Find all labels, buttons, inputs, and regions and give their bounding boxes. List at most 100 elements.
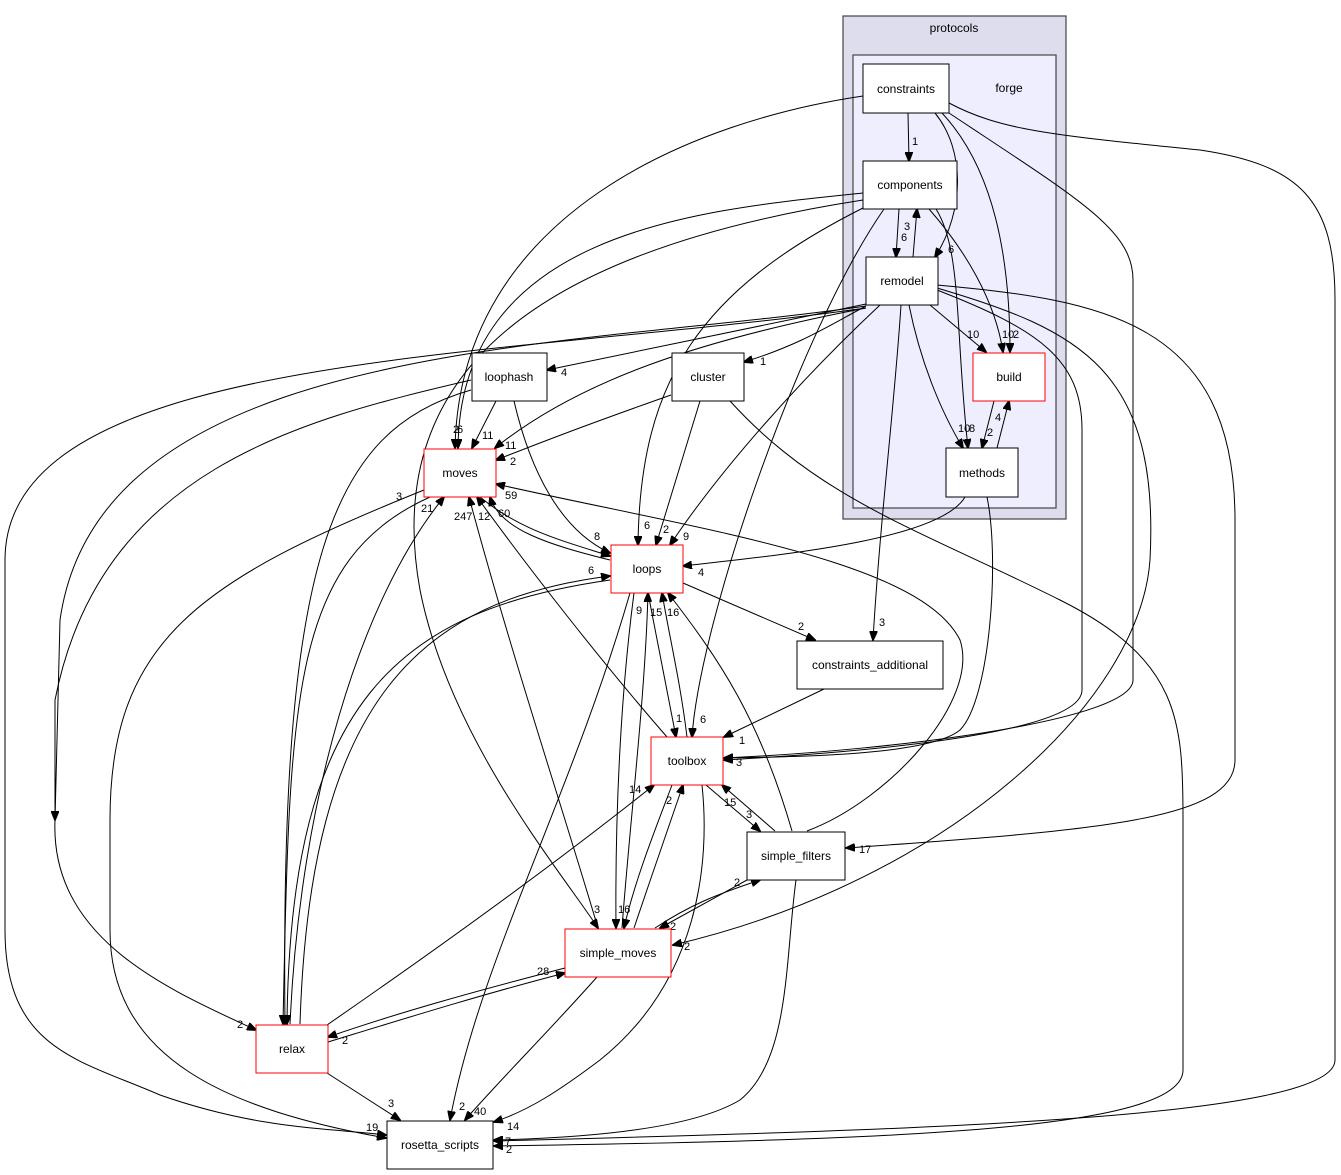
node-components[interactable]: components	[862, 160, 958, 210]
node-cluster[interactable]: cluster	[671, 352, 745, 402]
edge-label: 3	[879, 617, 885, 629]
edge-label: 6	[700, 714, 706, 726]
edge-label: 3	[388, 1098, 394, 1110]
edge-simple_moves-rosetta_scripts	[465, 976, 598, 1120]
node-label: simple_moves	[580, 946, 657, 960]
edge-remodel-rosetta_scripts	[4, 307, 867, 1135]
node-label: build	[996, 370, 1021, 384]
node-label: toolbox	[668, 754, 707, 768]
edge-constraints-components	[908, 112, 909, 161]
edge-simple_filters-moves	[496, 484, 964, 832]
cluster-protocols-label: protocols	[930, 21, 979, 35]
edge-methods-build	[996, 401, 1009, 449]
edge-label: 3	[746, 809, 752, 821]
edge-label: 19	[366, 1122, 378, 1134]
edge-label: 11	[482, 430, 493, 442]
edge-moves-rosetta_scripts	[109, 489, 425, 1138]
node-remodel[interactable]: remodel	[865, 256, 939, 306]
edge-components-build	[928, 208, 1003, 352]
edge-simple_moves-moves	[469, 497, 599, 929]
edge-label: 2	[684, 941, 690, 953]
edge-remodel-toolbox	[724, 289, 1083, 760]
edge-label: 2	[666, 795, 672, 807]
edge-loops-simple_moves	[616, 592, 635, 928]
edge-toolbox-simple_filters	[705, 784, 760, 831]
edge-loophash-loops	[513, 400, 610, 553]
edge-label: 10	[958, 423, 970, 435]
node-label: constraints_additional	[812, 658, 928, 672]
edge-remodel-simple_moves	[673, 287, 1152, 945]
edge-constraints-toolbox	[724, 112, 1134, 758]
edge-moves-relax	[283, 496, 431, 1024]
edge-remodel-methods	[908, 304, 963, 448]
edge-components-toolbox	[692, 208, 885, 737]
node-toolbox[interactable]: toolbox	[650, 736, 724, 786]
edge-components-simple_moves	[413, 199, 864, 928]
node-methods[interactable]: methods	[945, 447, 1019, 498]
node-build[interactable]: build	[972, 352, 1046, 402]
edge-label: 59	[505, 490, 517, 502]
edge-label: 7	[505, 1136, 511, 1148]
edge-simple_filters-toolbox	[722, 785, 776, 832]
edge-label: 2	[342, 1035, 348, 1047]
node-loophash[interactable]: loophash	[471, 352, 548, 402]
node-label: methods	[959, 466, 1005, 480]
edge-methods-loops	[683, 496, 966, 566]
edge-build-methods	[982, 400, 995, 448]
node-constraints_additional[interactable]: constraints_additional	[796, 640, 944, 690]
edge-label: 3	[396, 491, 402, 503]
edge-label: 2	[798, 621, 804, 633]
node-constraints[interactable]: constraints	[862, 63, 950, 114]
node-label: loops	[633, 562, 662, 576]
edge-label: 2	[663, 524, 669, 536]
edge-toolbox-loops	[662, 593, 688, 738]
edge-label: 3	[904, 221, 910, 233]
edge-simple_filters-loops	[668, 593, 793, 832]
edge-label: 11	[505, 440, 516, 452]
edge-label: 14	[629, 784, 641, 796]
edge-components-loops	[638, 207, 864, 545]
node-simple_moves[interactable]: simple_moves	[564, 928, 672, 978]
edge-label: 60	[498, 508, 510, 520]
node-loops[interactable]: loops	[610, 544, 684, 594]
edge-label: 1	[739, 735, 745, 747]
edge-components-remodel	[896, 208, 899, 257]
edge-simple_filters-rosetta_scripts	[494, 879, 797, 1140]
node-rosetta_scripts[interactable]: rosetta_scripts	[386, 1120, 494, 1170]
edge-loophash-relax	[285, 389, 472, 1024]
edge-remodel-moves	[495, 307, 867, 448]
edge-simple_moves-relax	[328, 967, 566, 1037]
node-label: constraints	[877, 82, 935, 96]
edge-constraints-rosetta_scripts	[494, 102, 1336, 1141]
edge-label: 17	[859, 844, 871, 856]
node-label: cluster	[690, 370, 725, 384]
edge-loops-rosetta_scripts	[450, 592, 631, 1120]
edge-constraints-build	[941, 112, 1010, 352]
edge-label: 4	[561, 367, 567, 379]
edge-relax-loops	[299, 576, 610, 1025]
node-label: components	[877, 178, 942, 192]
edge-label: 8	[969, 423, 975, 435]
edge-label: 9	[636, 605, 642, 617]
edge-label: 40	[474, 1106, 486, 1118]
edge-loophash-rosetta_scripts	[55, 379, 472, 820]
edge-label: 8	[594, 531, 600, 543]
edge-loops-moves	[490, 497, 611, 561]
node-moves[interactable]: moves	[423, 448, 497, 498]
edge-label: 2	[734, 877, 740, 889]
edge-loops-constraints_additional	[682, 582, 815, 640]
node-relax[interactable]: relax	[255, 1024, 329, 1074]
edge-cluster-loops	[656, 400, 701, 545]
edge-label: 16	[667, 607, 679, 619]
node-label: simple_filters	[761, 849, 831, 863]
edge-cluster-moves	[496, 394, 672, 460]
node-simple_filters[interactable]: simple_filters	[746, 831, 846, 881]
edge-label: 16	[618, 904, 630, 916]
edge-label: 10	[967, 329, 979, 341]
edge-label: 6	[644, 520, 650, 532]
edge-constraints-moves	[455, 95, 864, 448]
edge-label: 1	[676, 713, 682, 725]
edge-label: 6	[588, 565, 594, 577]
edge-relax-toolbox	[326, 785, 654, 1026]
edge-relax-rosetta_scripts	[326, 1072, 400, 1120]
